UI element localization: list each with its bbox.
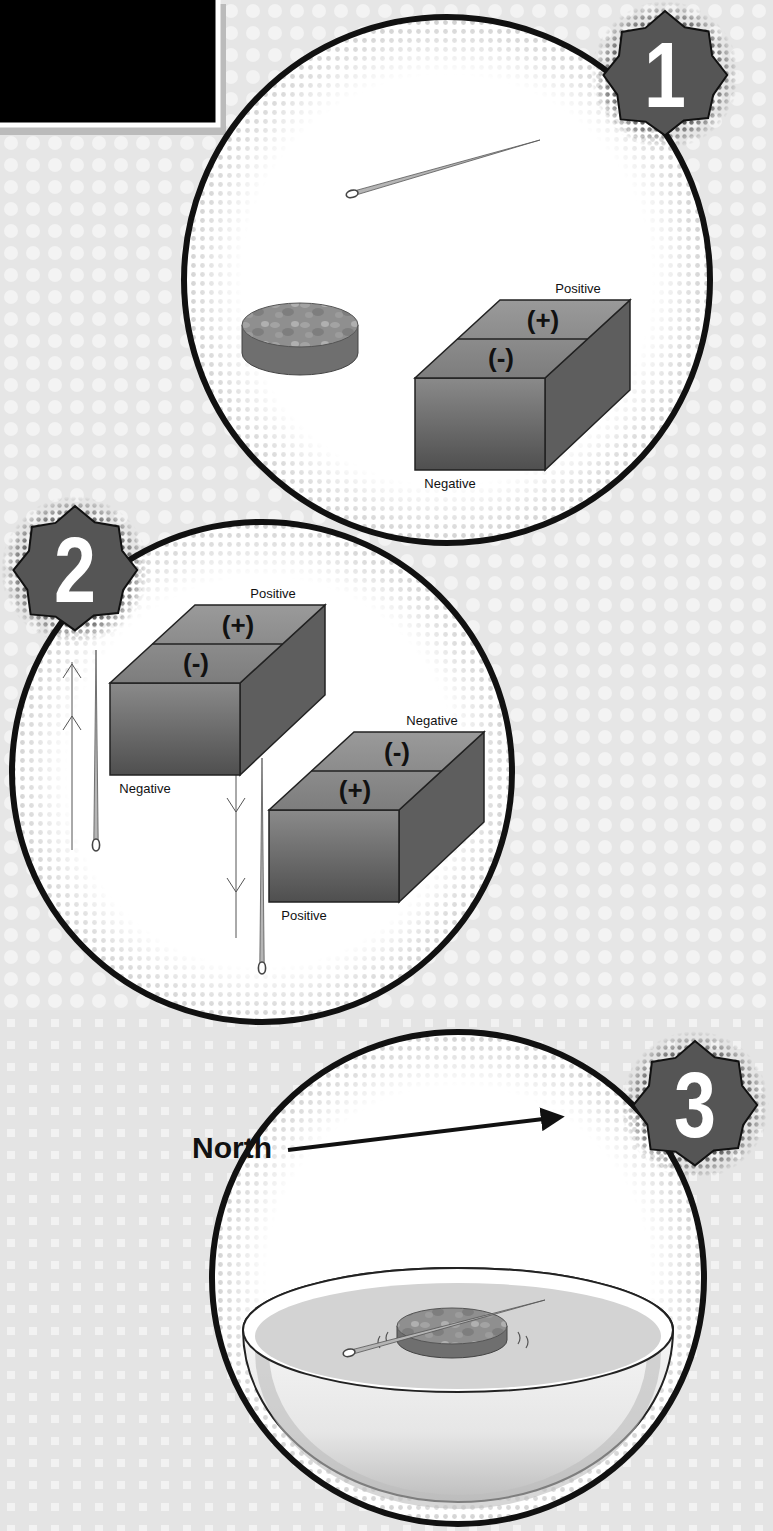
panel-circle [12,522,512,1022]
pole-label: Negative [424,477,475,490]
panel-fill [12,522,512,1022]
magnet-top [269,732,484,810]
pole-label: Positive [281,909,327,922]
magnet-top [415,300,630,378]
starburst-halo [621,1031,769,1179]
step-number: 3 [674,1059,716,1151]
magnet-divider [458,338,588,340]
step-number: 1 [644,29,686,121]
pole-sign: (-) [488,345,514,371]
motion-arrowhead [63,664,81,678]
needle [94,650,98,842]
black-block [0,0,218,125]
motion-arrowhead [63,716,81,730]
needle-eye [345,189,359,199]
ripple [518,1332,520,1344]
starburst [603,11,727,135]
pole-sign: (+) [527,307,560,333]
magnet-top [110,605,325,683]
bowl-rim [243,1268,673,1392]
starburst [13,506,137,630]
magnet-box: Negative (-) (+) Positive [264,712,494,927]
pole-label: Positive [250,587,296,600]
pole-sign: (+) [339,777,372,803]
magnet-shape [410,280,640,495]
needle-eye [92,839,99,851]
pole-sign: (-) [183,650,209,676]
starburst [633,1041,757,1165]
motion-arrow-line [236,762,237,938]
magnet-front [269,810,399,902]
motion-arrow-line [72,662,73,850]
panel-dots [12,522,512,1022]
motion-arrowhead [227,878,245,892]
needle-eye [342,1348,355,1358]
needle [351,1300,545,1354]
needle [354,140,540,195]
motion-arrowhead [227,798,245,812]
magnet-shape [264,712,494,927]
pole-sign: (+) [222,612,255,638]
pole-label: Positive [555,282,601,295]
step-number: 2 [54,524,96,616]
water [255,1283,661,1389]
pole-sign: (-) [384,739,410,765]
ripple [526,1336,528,1348]
cork-top [242,303,358,347]
direction-label: North [192,1133,272,1163]
starburst-halo [1,496,149,644]
step-starburst: 3 [620,1030,770,1180]
bowl [243,1268,673,1502]
magnet-box: Positive (+) (-) Negative [105,585,335,800]
needle-eye [258,962,265,974]
magnet-shape [105,585,335,800]
step-starburst: 1 [590,0,740,150]
magnet-box: Positive (+) (-) Negative [410,280,640,495]
pole-label: Negative [119,782,170,795]
north-arrow [288,1117,560,1150]
magnet-divider [312,770,442,772]
background-lower [0,1010,773,1531]
pole-label: Negative [406,714,457,727]
needle [260,758,264,965]
magnet-front [110,683,240,775]
magnet-front [415,378,545,470]
step-starburst: 2 [0,495,150,645]
magnet-divider [153,643,283,645]
starburst-halo [591,1,739,149]
